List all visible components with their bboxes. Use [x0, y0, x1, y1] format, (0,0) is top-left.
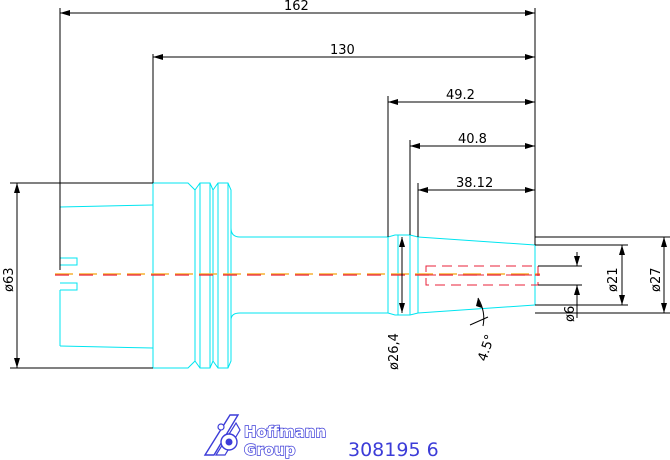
dimensions: 162 130 49.2 40.8 38.12 ø63 [2, 0, 670, 370]
dim-dia-6: ø6 [563, 306, 578, 322]
title-block: Hoffmann Group 308195 6 [203, 414, 439, 460]
dim-dia-26-4: ø26,4 [387, 333, 402, 370]
hoffmann-logo-icon [203, 414, 241, 456]
dim-38-12: 38.12 [456, 176, 493, 191]
logo-text-group: Group [244, 441, 296, 459]
dim-130: 130 [330, 43, 355, 58]
hidden-bore [425, 265, 539, 286]
dim-49-2: 49.2 [446, 88, 475, 103]
dim-40-8: 40.8 [458, 132, 487, 147]
part-number: 308195 6 [348, 439, 439, 460]
dim-dia-21: ø21 [606, 268, 621, 293]
dim-dia-27: ø27 [649, 268, 664, 293]
dim-dia-63: ø63 [2, 268, 17, 293]
logo-text-hoffmann: Hoffmann [244, 423, 326, 441]
centerlines [55, 265, 540, 286]
dim-162: 162 [284, 0, 309, 14]
dim-taper-angle: 4.5° [476, 333, 499, 363]
